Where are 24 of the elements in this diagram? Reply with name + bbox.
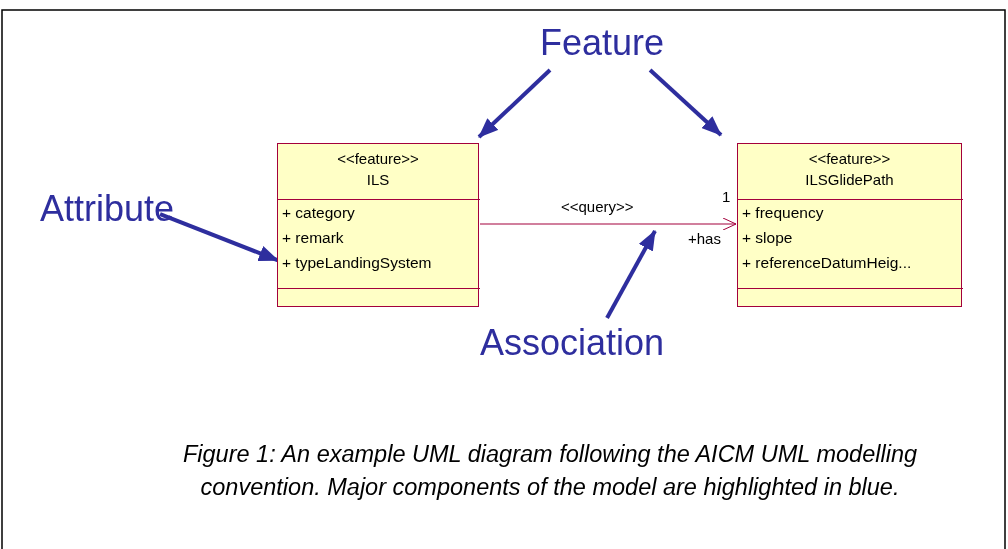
class-name: ILS (366, 170, 390, 190)
attribute-text: + remark (282, 228, 345, 248)
stereotype-text: <<feature>> (808, 149, 891, 169)
attribute-text: + frequency (742, 203, 825, 223)
callout-text: Attribute (40, 188, 175, 230)
stereotype-text: <<feature>> (337, 149, 419, 169)
pointer-arrow (159, 212, 279, 263)
attribute-text: + category (282, 203, 356, 223)
edge-label: <<query>> (561, 198, 634, 215)
class-box (277, 143, 479, 307)
class-name: ILSGlidePath (805, 170, 894, 190)
attribute-text: + slope (742, 228, 794, 248)
class-box (737, 143, 962, 307)
association-line (479, 217, 737, 231)
pointer-arrow (477, 68, 552, 139)
pointer-arrow (648, 68, 723, 137)
role-label: +has (688, 230, 721, 247)
pointer-arrow (605, 230, 657, 319)
figure-caption: Figure 1: An example UML diagram following the AICM UML modelling convention. Major components of the model are highlighted in blue. (181, 440, 919, 502)
attribute-text: + referenceDatumHeig... (742, 253, 913, 273)
callout-text: Association (480, 322, 665, 364)
callout-text: Feature (540, 22, 665, 64)
multiplicity-label: 1 (722, 188, 731, 205)
attribute-text: + typeLandingSystem (282, 253, 433, 273)
